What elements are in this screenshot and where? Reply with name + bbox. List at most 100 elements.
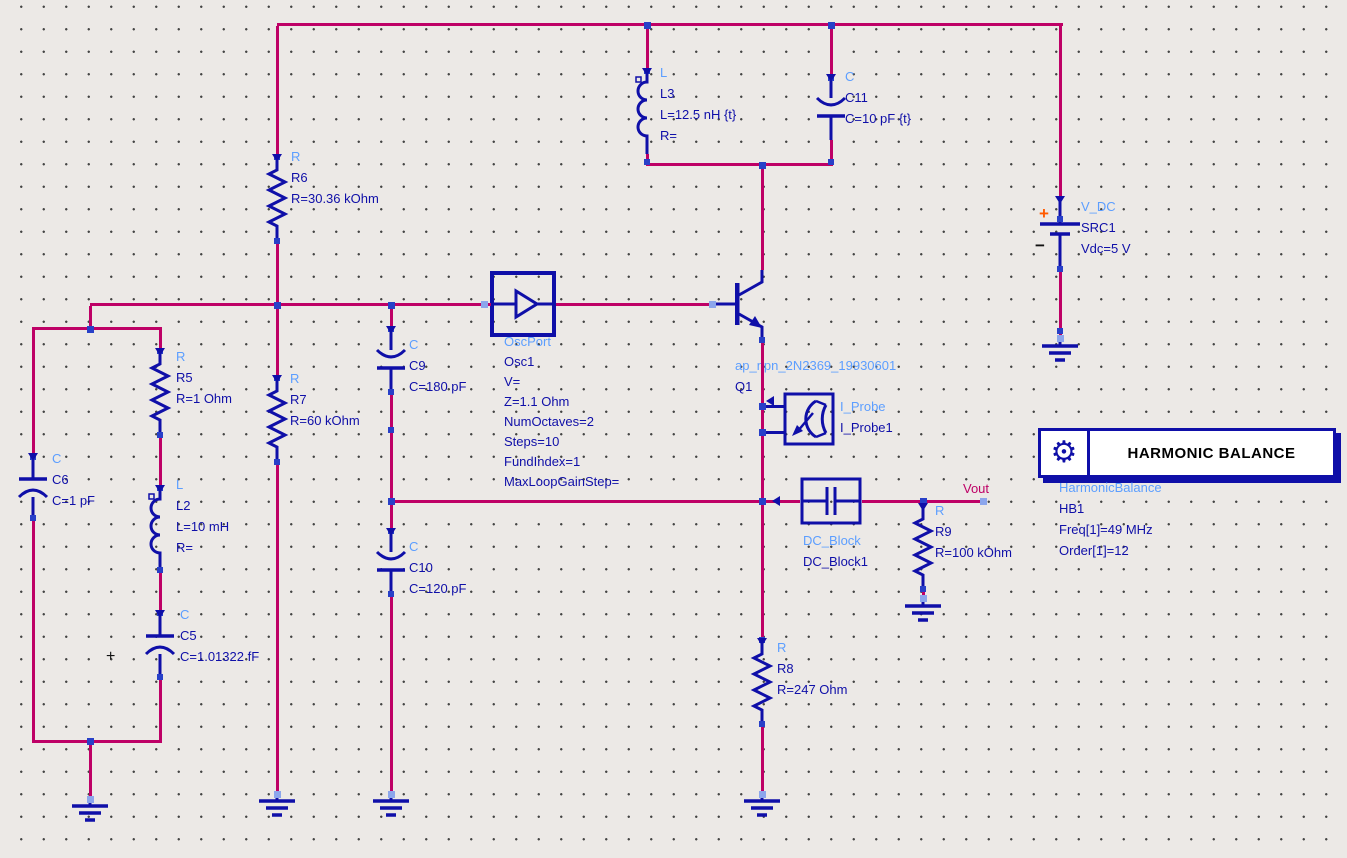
capacitor-C11-symbol[interactable] bbox=[811, 76, 851, 140]
capacitor-C9-symbol[interactable] bbox=[371, 328, 411, 392]
wire-segment[interactable] bbox=[761, 166, 764, 270]
label-C6[interactable]: C C6 C=1 pF bbox=[52, 451, 95, 508]
wire-segment[interactable] bbox=[761, 338, 764, 503]
resistor-R9-symbol[interactable] bbox=[911, 505, 935, 589]
terminal-arrow-icon bbox=[386, 326, 396, 334]
wire-segment[interactable] bbox=[556, 303, 716, 306]
label-C10[interactable]: C C10 C=120 pF bbox=[409, 539, 467, 596]
wire-segment[interactable] bbox=[32, 740, 162, 743]
terminal-arrow-icon bbox=[918, 503, 928, 511]
oscport-Osc1-symbol[interactable] bbox=[490, 271, 556, 337]
wire-segment[interactable] bbox=[159, 330, 162, 350]
terminal-dot bbox=[157, 674, 163, 680]
current-probe-symbol[interactable] bbox=[783, 392, 835, 446]
terminal-dot bbox=[828, 159, 834, 165]
junction-dot bbox=[387, 497, 395, 505]
terminal-dot bbox=[274, 238, 280, 244]
wire-segment[interactable] bbox=[390, 306, 393, 328]
endpoint-dot bbox=[1056, 334, 1064, 342]
net-label-vout[interactable]: Vout bbox=[963, 481, 990, 496]
label-R7[interactable]: R R7 R=60 kOhm bbox=[290, 371, 360, 428]
capacitor-C5-symbol[interactable] bbox=[140, 612, 180, 676]
vdc-minus-sign: − bbox=[1035, 236, 1045, 255]
wire-segment[interactable] bbox=[390, 594, 393, 793]
harmonic-balance-controller[interactable]: ⚙ HARMONIC BALANCE bbox=[1038, 428, 1336, 478]
capacitor-C10-symbol[interactable] bbox=[371, 530, 411, 594]
label-L2[interactable]: L L2 L=10 mH R= bbox=[176, 477, 230, 555]
wire-segment[interactable] bbox=[830, 140, 833, 164]
wire-segment[interactable] bbox=[646, 26, 649, 70]
resistor-R8-symbol[interactable] bbox=[750, 640, 774, 724]
wire-segment[interactable] bbox=[1059, 270, 1062, 338]
terminal-arrow-icon bbox=[155, 348, 165, 356]
dc-block-symbol[interactable] bbox=[800, 477, 862, 525]
label-R6[interactable]: R R6 R=30.36 kOhm bbox=[291, 149, 379, 206]
inductor-L2-symbol[interactable] bbox=[148, 487, 172, 571]
wire-segment[interactable] bbox=[922, 589, 925, 598]
label-R5[interactable]: R R5 R=1 Ohm bbox=[176, 349, 232, 406]
endpoint-dot bbox=[979, 497, 987, 505]
resistor-R7-symbol[interactable] bbox=[265, 377, 289, 461]
wire-segment[interactable] bbox=[276, 240, 279, 377]
label-HB[interactable]: HarmonicBalance HB1 Freq[1]=49 MHz Order… bbox=[1059, 480, 1162, 558]
label-IProbe[interactable]: I_Probe I_Probe1 bbox=[840, 399, 893, 435]
endpoint-dot bbox=[708, 300, 716, 308]
wire-segment[interactable] bbox=[159, 676, 162, 740]
label-R8[interactable]: R R8 R=247 Ohm bbox=[777, 640, 848, 697]
resistor-R5-symbol[interactable] bbox=[148, 350, 172, 434]
resistor-R6-symbol[interactable] bbox=[265, 156, 289, 240]
endpoint-dot bbox=[758, 790, 766, 798]
junction-dot bbox=[86, 325, 94, 333]
terminal-dot bbox=[759, 721, 765, 727]
terminal-arrow-icon bbox=[155, 485, 165, 493]
endpoint-dot bbox=[273, 790, 281, 798]
terminal-arrow-icon bbox=[28, 453, 38, 461]
wire-segment[interactable] bbox=[159, 571, 162, 612]
terminal-dot bbox=[1057, 266, 1063, 272]
wire-segment[interactable] bbox=[276, 26, 279, 156]
inductor-L3-symbol[interactable] bbox=[635, 70, 659, 154]
terminal-dot bbox=[157, 567, 163, 573]
terminal-dot bbox=[1057, 216, 1063, 222]
label-C5[interactable]: C C5 C=1.01322 fF bbox=[180, 607, 260, 664]
label-VDC[interactable]: V_DC SRC1 Vdc=5 V bbox=[1081, 199, 1131, 256]
vdc-plus-sign: + bbox=[1039, 204, 1049, 223]
wire-segment[interactable] bbox=[761, 503, 764, 640]
junction-dot bbox=[758, 428, 766, 436]
wire-segment[interactable] bbox=[277, 23, 1063, 26]
label-L3[interactable]: L L3 L=12.5 nH {t} R= bbox=[660, 65, 737, 143]
wire-segment[interactable] bbox=[90, 303, 491, 306]
capacitor-C6-symbol[interactable] bbox=[13, 455, 53, 519]
terminal-arrow-icon bbox=[826, 74, 836, 82]
wire-segment[interactable] bbox=[89, 743, 92, 798]
label-C11[interactable]: C C11 C=10 pF {t} bbox=[845, 69, 912, 126]
transistor-Q1-symbol[interactable] bbox=[715, 270, 765, 338]
wire-segment[interactable] bbox=[646, 163, 833, 166]
wire-segment[interactable] bbox=[830, 26, 833, 76]
wire-segment[interactable] bbox=[390, 392, 393, 500]
harmonic-balance-icon: ⚙ bbox=[1041, 431, 1090, 475]
label-DCBlock[interactable]: DC_Block DC_Block1 bbox=[803, 533, 869, 569]
wire-segment[interactable] bbox=[89, 306, 92, 330]
wire-segment[interactable] bbox=[32, 327, 162, 330]
wire-segment[interactable] bbox=[276, 461, 279, 793]
wire-segment[interactable] bbox=[1059, 23, 1062, 198]
wire-segment[interactable] bbox=[32, 519, 35, 740]
label-OscPort[interactable]: OscPort Osc1 V= Z=1.1 Ohm NumOctaves=2 S… bbox=[504, 334, 620, 489]
c5-polarity-sign: + bbox=[106, 648, 116, 665]
wire-segment[interactable] bbox=[32, 330, 35, 457]
terminal-arrow-icon bbox=[1055, 196, 1065, 204]
wire-segment[interactable] bbox=[390, 503, 393, 530]
label-C9[interactable]: C C9 C=180 pF bbox=[409, 337, 467, 394]
wire-segment[interactable] bbox=[761, 724, 764, 793]
endpoint-dot bbox=[480, 300, 488, 308]
terminal-arrow-icon bbox=[272, 375, 282, 383]
junction-dot bbox=[86, 737, 94, 745]
label-Q1[interactable]: ap_npn_2N2369_19930601 Q1 bbox=[735, 358, 897, 394]
label-R9[interactable]: R R9 R=100 kOhm bbox=[935, 503, 1012, 560]
terminal-dot bbox=[388, 389, 394, 395]
ground-symbol[interactable] bbox=[1039, 336, 1081, 364]
wire-segment[interactable] bbox=[391, 500, 800, 503]
terminal-arrow-icon bbox=[386, 528, 396, 536]
wire-segment[interactable] bbox=[159, 434, 162, 487]
